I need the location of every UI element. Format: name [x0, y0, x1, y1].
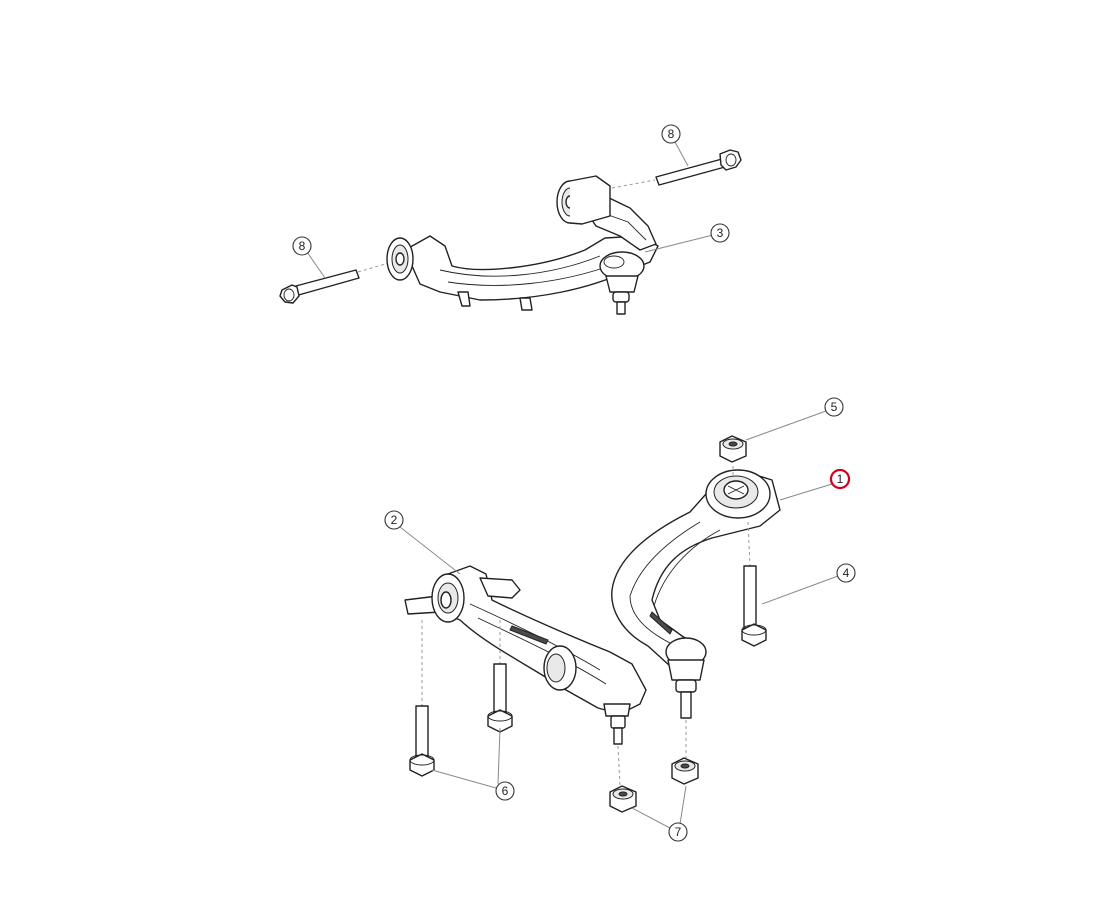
callout-label: 5 [831, 400, 838, 414]
callout-8-right: 8 [661, 124, 681, 144]
upper-control-arm [386, 175, 659, 315]
callout-2: 2 [384, 510, 404, 530]
lower-front-control-arm [404, 565, 647, 787]
callout-1: 1 [829, 468, 851, 490]
callout-label: 8 [668, 127, 675, 141]
callout-label: 6 [502, 784, 509, 798]
callout-label: 4 [843, 566, 850, 580]
callout-3: 3 [710, 223, 730, 243]
upper-control-arm-assembly [279, 139, 742, 315]
nut-lower-left [609, 785, 637, 813]
bolt-right-upper [611, 149, 742, 189]
callout-label: 2 [391, 513, 398, 527]
bolt-rear-lower [741, 521, 767, 647]
callout-label: 3 [717, 226, 724, 240]
callout-7: 7 [668, 822, 688, 842]
callout-label: 7 [675, 825, 682, 839]
callout-5: 5 [824, 397, 844, 417]
callout-label: 1 [837, 472, 844, 486]
callout-8-left: 8 [292, 236, 312, 256]
lower-rear-control-arm [611, 469, 781, 758]
bolt-lower-front [409, 620, 435, 777]
callout-4: 4 [836, 563, 856, 583]
nut-lower-right [671, 757, 699, 785]
bolt-lower-rear [487, 620, 513, 733]
nut-top [719, 435, 747, 476]
callout-6: 6 [495, 781, 515, 801]
callout-label: 8 [299, 239, 306, 253]
bolt-left-upper [279, 261, 393, 304]
